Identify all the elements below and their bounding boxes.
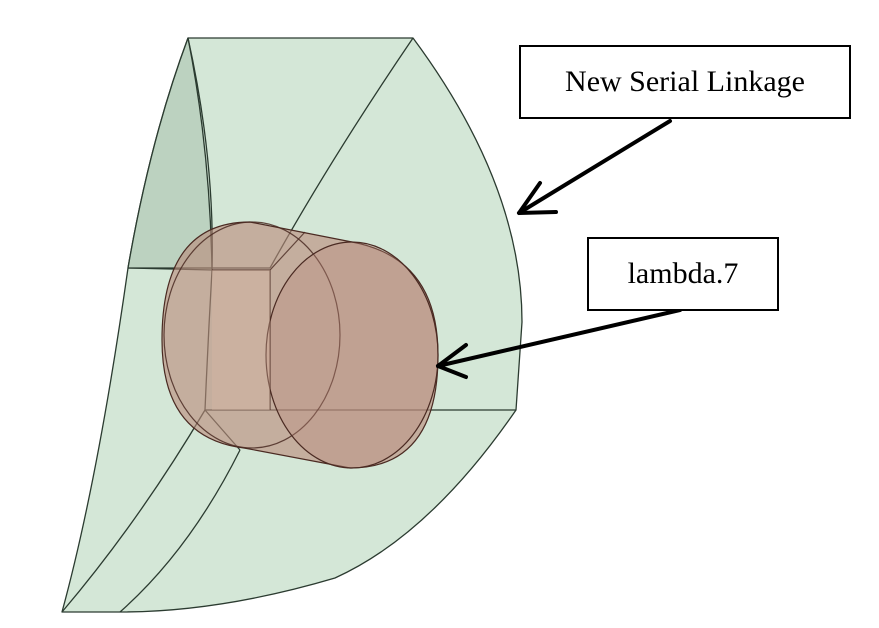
lambda-callout: lambda.7 [587, 237, 779, 311]
cylinder-inner-box [212, 231, 306, 410]
cylinder-inner-face [212, 270, 270, 410]
callout-arrows [436, 119, 682, 379]
shell-lower-curve-1 [61, 409, 206, 613]
arrow-serial-shaft [517, 119, 672, 215]
lambda-cylinder [161, 221, 439, 469]
arrow-lambda-head [436, 343, 468, 379]
cylinder-back-cap [163, 221, 341, 449]
arrow-serial-head [517, 181, 558, 215]
serial-linkage-callout: New Serial Linkage [519, 45, 851, 119]
shell-lower-curve-2 [119, 449, 241, 613]
cylinder-front-cap [265, 241, 439, 469]
shell-inner-face [127, 37, 213, 271]
lambda-label: lambda.7 [627, 257, 739, 290]
serial-linkage-label: New Serial Linkage [565, 65, 805, 98]
arrow-lambda-shaft [436, 308, 682, 368]
